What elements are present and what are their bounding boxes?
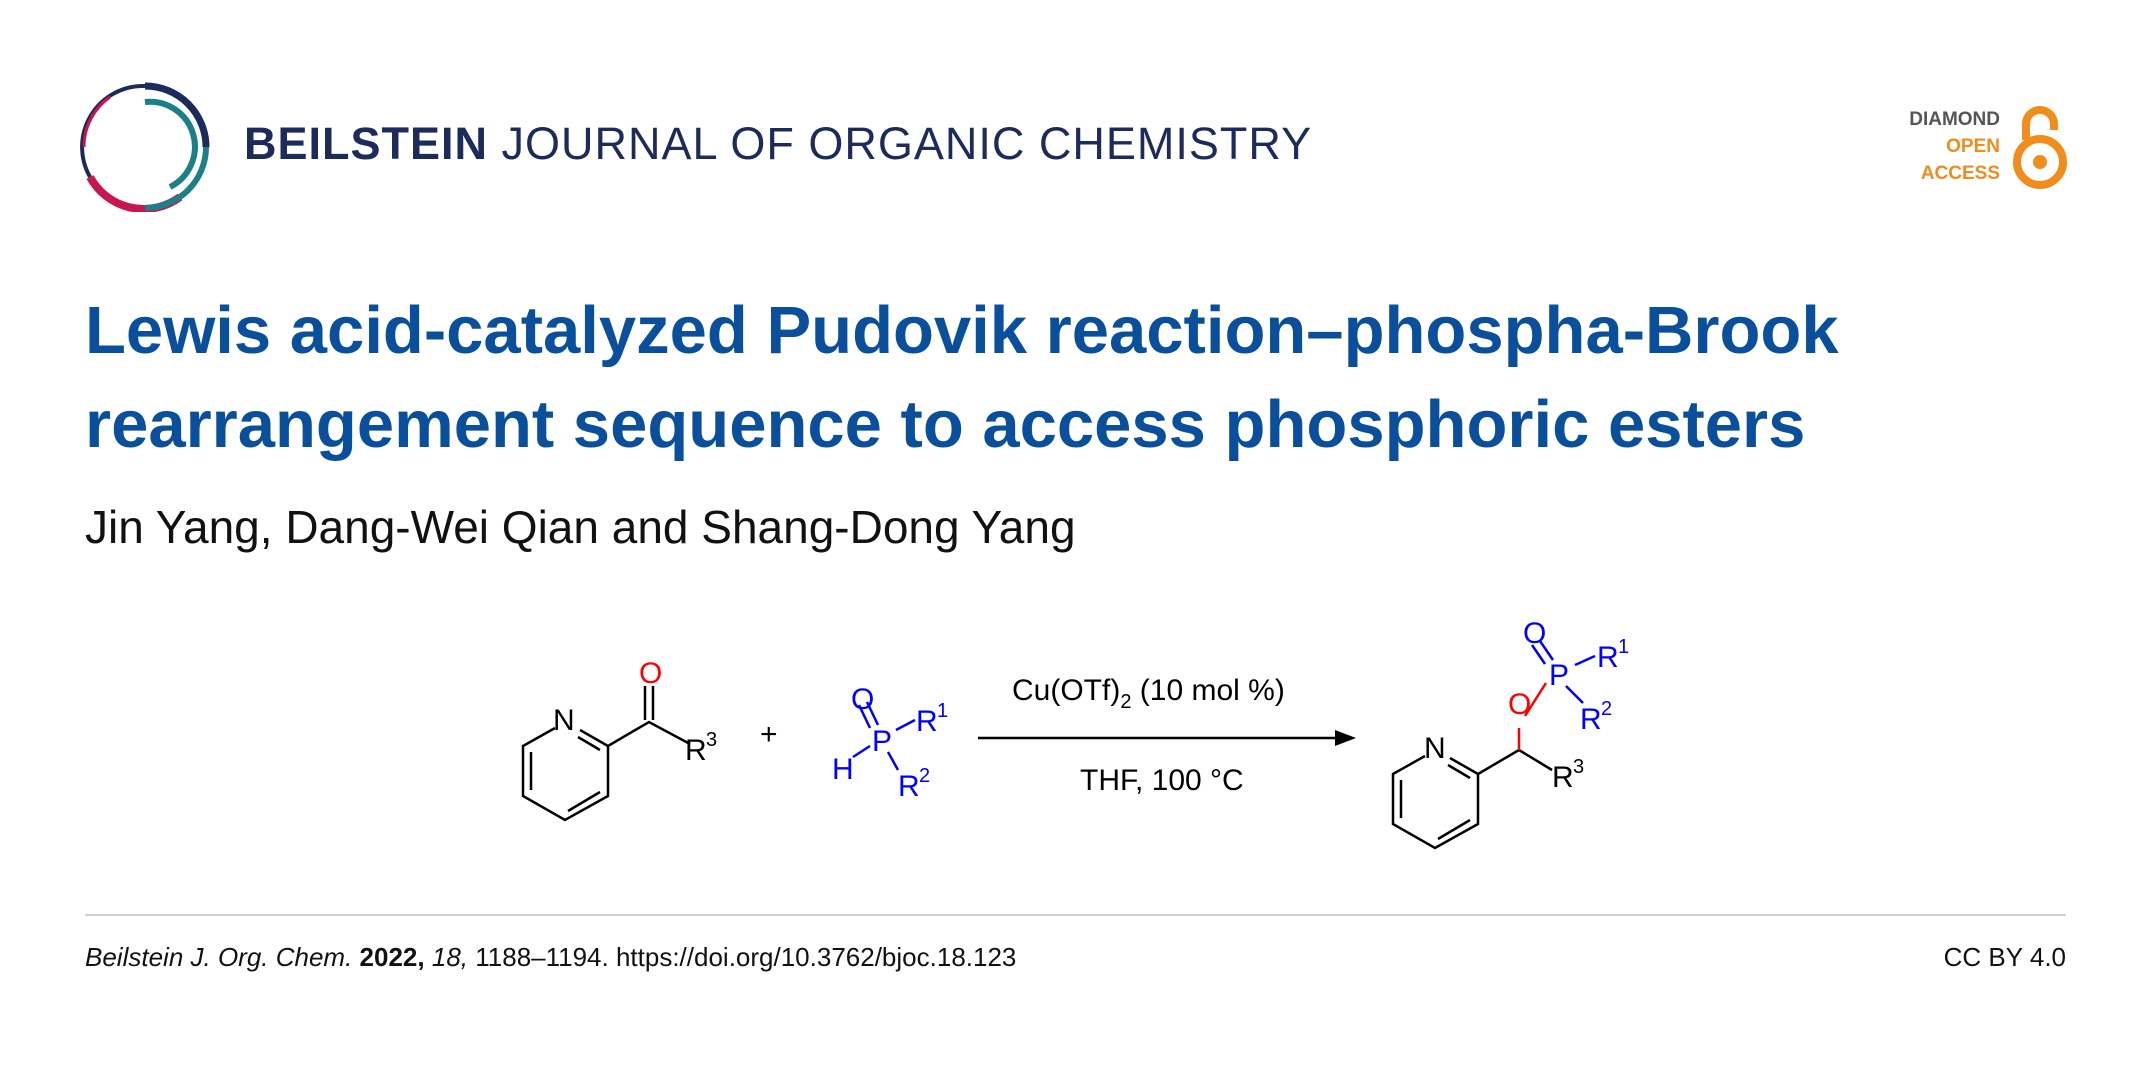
citation-doi[interactable]: 1188–1194. https://doi.org/10.3762/bjoc.… (468, 942, 1017, 972)
product-p-label: P (1549, 659, 1569, 692)
journal-name: BEILSTEIN JOURNAL OF ORGANIC CHEMISTRY (244, 118, 1312, 170)
r1-label: R (916, 705, 938, 738)
ester-o-label: O (1508, 688, 1531, 721)
product-r2-label: R (1580, 703, 1602, 736)
product-r2-sup: 2 (1601, 698, 1612, 720)
h-label: H (832, 753, 854, 786)
product-r1-sup: 1 (1618, 636, 1629, 658)
citation-year: 2022, (359, 942, 425, 972)
carbonyl-o-label: O (639, 657, 662, 690)
article-title: Lewis acid-catalyzed Pudovik reaction–ph… (85, 293, 1839, 462)
po-o-label: O (851, 683, 874, 716)
divider (85, 914, 2066, 916)
r2-label: R (898, 770, 920, 803)
r3-label: R (685, 734, 707, 767)
citation: Beilstein J. Org. Chem. 2022, 18, 1188–1… (85, 942, 1016, 973)
journal-rest: JOURNAL OF ORGANIC CHEMISTRY (488, 118, 1313, 169)
beilstein-logo (80, 82, 210, 212)
license: CC BY 4.0 (1943, 942, 2066, 972)
product-r3-label: R (1552, 761, 1574, 794)
r1-sup: 1 (937, 700, 948, 722)
r2-sup: 2 (919, 765, 930, 787)
citation-volume: 18, (431, 942, 469, 972)
plus-sign: + (760, 718, 778, 751)
product-r3-sup: 3 (1573, 756, 1584, 778)
article-authors: Jin Yang, Dang-Wei Qian and Shang-Dong Y… (85, 501, 1076, 553)
oa-access: ACCESS (1920, 163, 2000, 184)
oa-open: OPEN (1946, 136, 2000, 157)
oa-diamond: DIAMOND (1909, 109, 2000, 130)
product-r1-label: R (1597, 641, 1619, 674)
condition-catalyst: Cu(OTf)2 (10 mol %) (1012, 674, 1285, 713)
journal-bold: BEILSTEIN (244, 118, 489, 169)
product-n-label: N (1424, 732, 1446, 765)
product-po-o-label: O (1523, 617, 1546, 650)
open-access-lock-icon (2013, 106, 2067, 189)
condition-solvent-temp: THF, 100 °C (1080, 764, 1244, 797)
pyridine-n-label: N (553, 704, 575, 737)
p-label: P (872, 725, 892, 758)
r3-sup: 3 (706, 729, 717, 751)
diamond-open-access-label: DIAMOND OPEN ACCESS (1860, 106, 2000, 187)
citation-journal: Beilstein J. Org. Chem. (85, 942, 353, 972)
